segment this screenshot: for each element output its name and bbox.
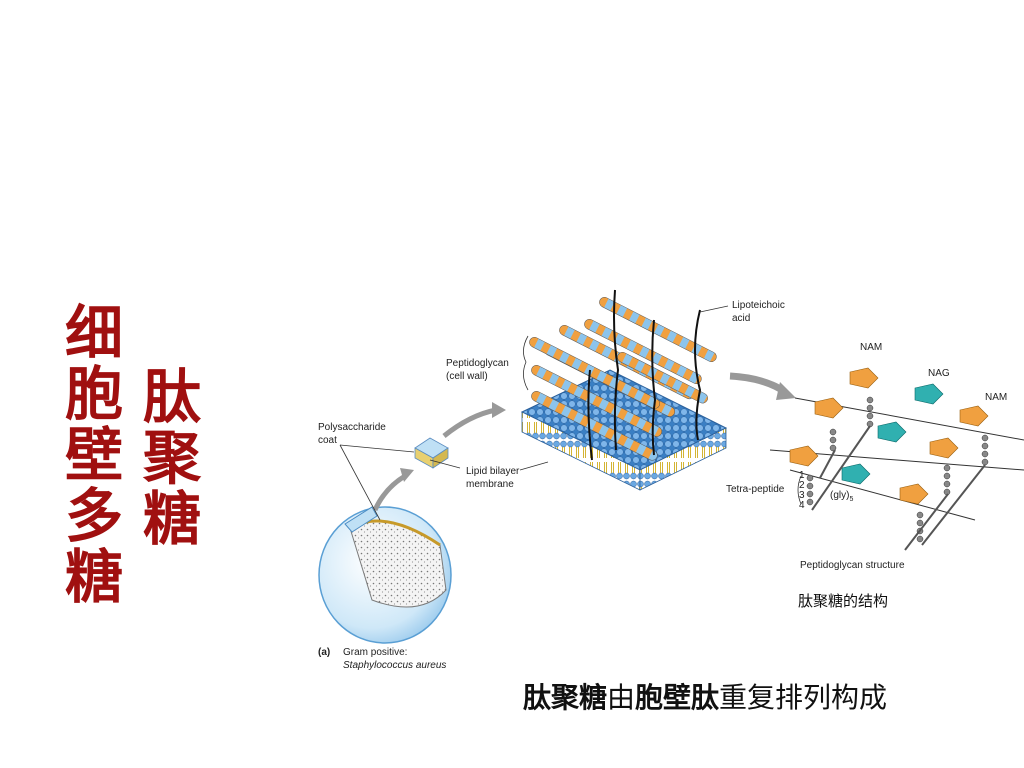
- label-lipid-bilayer-line1: Lipid bilayer: [466, 466, 520, 477]
- bottom-rest: 重复排列构成: [719, 681, 888, 714]
- label-peptidoglycan-structure: Peptidoglycan structure: [800, 560, 905, 571]
- arrow-cube-to-wall: [442, 407, 497, 438]
- label-lipid-bilayer-line2: membrane: [466, 479, 514, 490]
- label-lipoteichoic-acid-line1: Lipoteichoic: [732, 300, 785, 311]
- label-lipoteichoic-acid-line2: acid: [732, 313, 751, 324]
- label-peptidoglycan-line1: Peptidoglycan: [446, 358, 509, 369]
- peptidoglycan-structure: [769, 367, 1024, 551]
- arrow-wall-to-structure: [729, 372, 788, 395]
- label-num-1: 1: [799, 470, 805, 481]
- title-peptidoglycan: 肽聚糖: [133, 366, 201, 549]
- label-peptidoglycan-line2: (cell wall): [446, 371, 488, 382]
- label-nam-1: NAM: [860, 342, 883, 353]
- peptidoglycan-layers: [529, 289, 717, 461]
- label-tetra-peptide: Tetra-peptide: [726, 484, 785, 495]
- membrane-cube-small: [414, 437, 449, 469]
- gram-positive-cell: [318, 506, 452, 644]
- caption-peptidoglycan-structure-cn: 肽聚糖的结构: [798, 592, 889, 610]
- label-staphylococcus: Staphylococcus aureus: [343, 660, 447, 671]
- label-nam-2: NAM: [985, 392, 1008, 403]
- title-cell-wall-polysaccharide: 细胞壁多糖: [55, 302, 123, 607]
- label-num-2: 2: [799, 480, 805, 491]
- label-num-3: 3: [799, 490, 805, 501]
- label-num-4: 4: [799, 500, 805, 511]
- label-panel-a: (a): [318, 647, 331, 658]
- label-glycine-bridge: (gly)5: [830, 490, 854, 503]
- bottom-connector: 由: [607, 681, 636, 714]
- label-nag: NAG: [928, 368, 950, 379]
- arrow-cell-to-cube: [372, 473, 407, 512]
- label-polysaccharide-line2: coat: [318, 435, 337, 446]
- label-polysaccharide-line1: Polysaccharide: [318, 422, 386, 433]
- label-gram-positive: Gram positive:: [343, 647, 408, 658]
- bottom-term-muropeptide: 胞壁肽: [635, 681, 720, 714]
- bottom-statement: 肽聚糖由胞壁肽重复排列构成: [523, 676, 887, 716]
- bottom-term-peptidoglycan: 肽聚糖: [523, 681, 608, 714]
